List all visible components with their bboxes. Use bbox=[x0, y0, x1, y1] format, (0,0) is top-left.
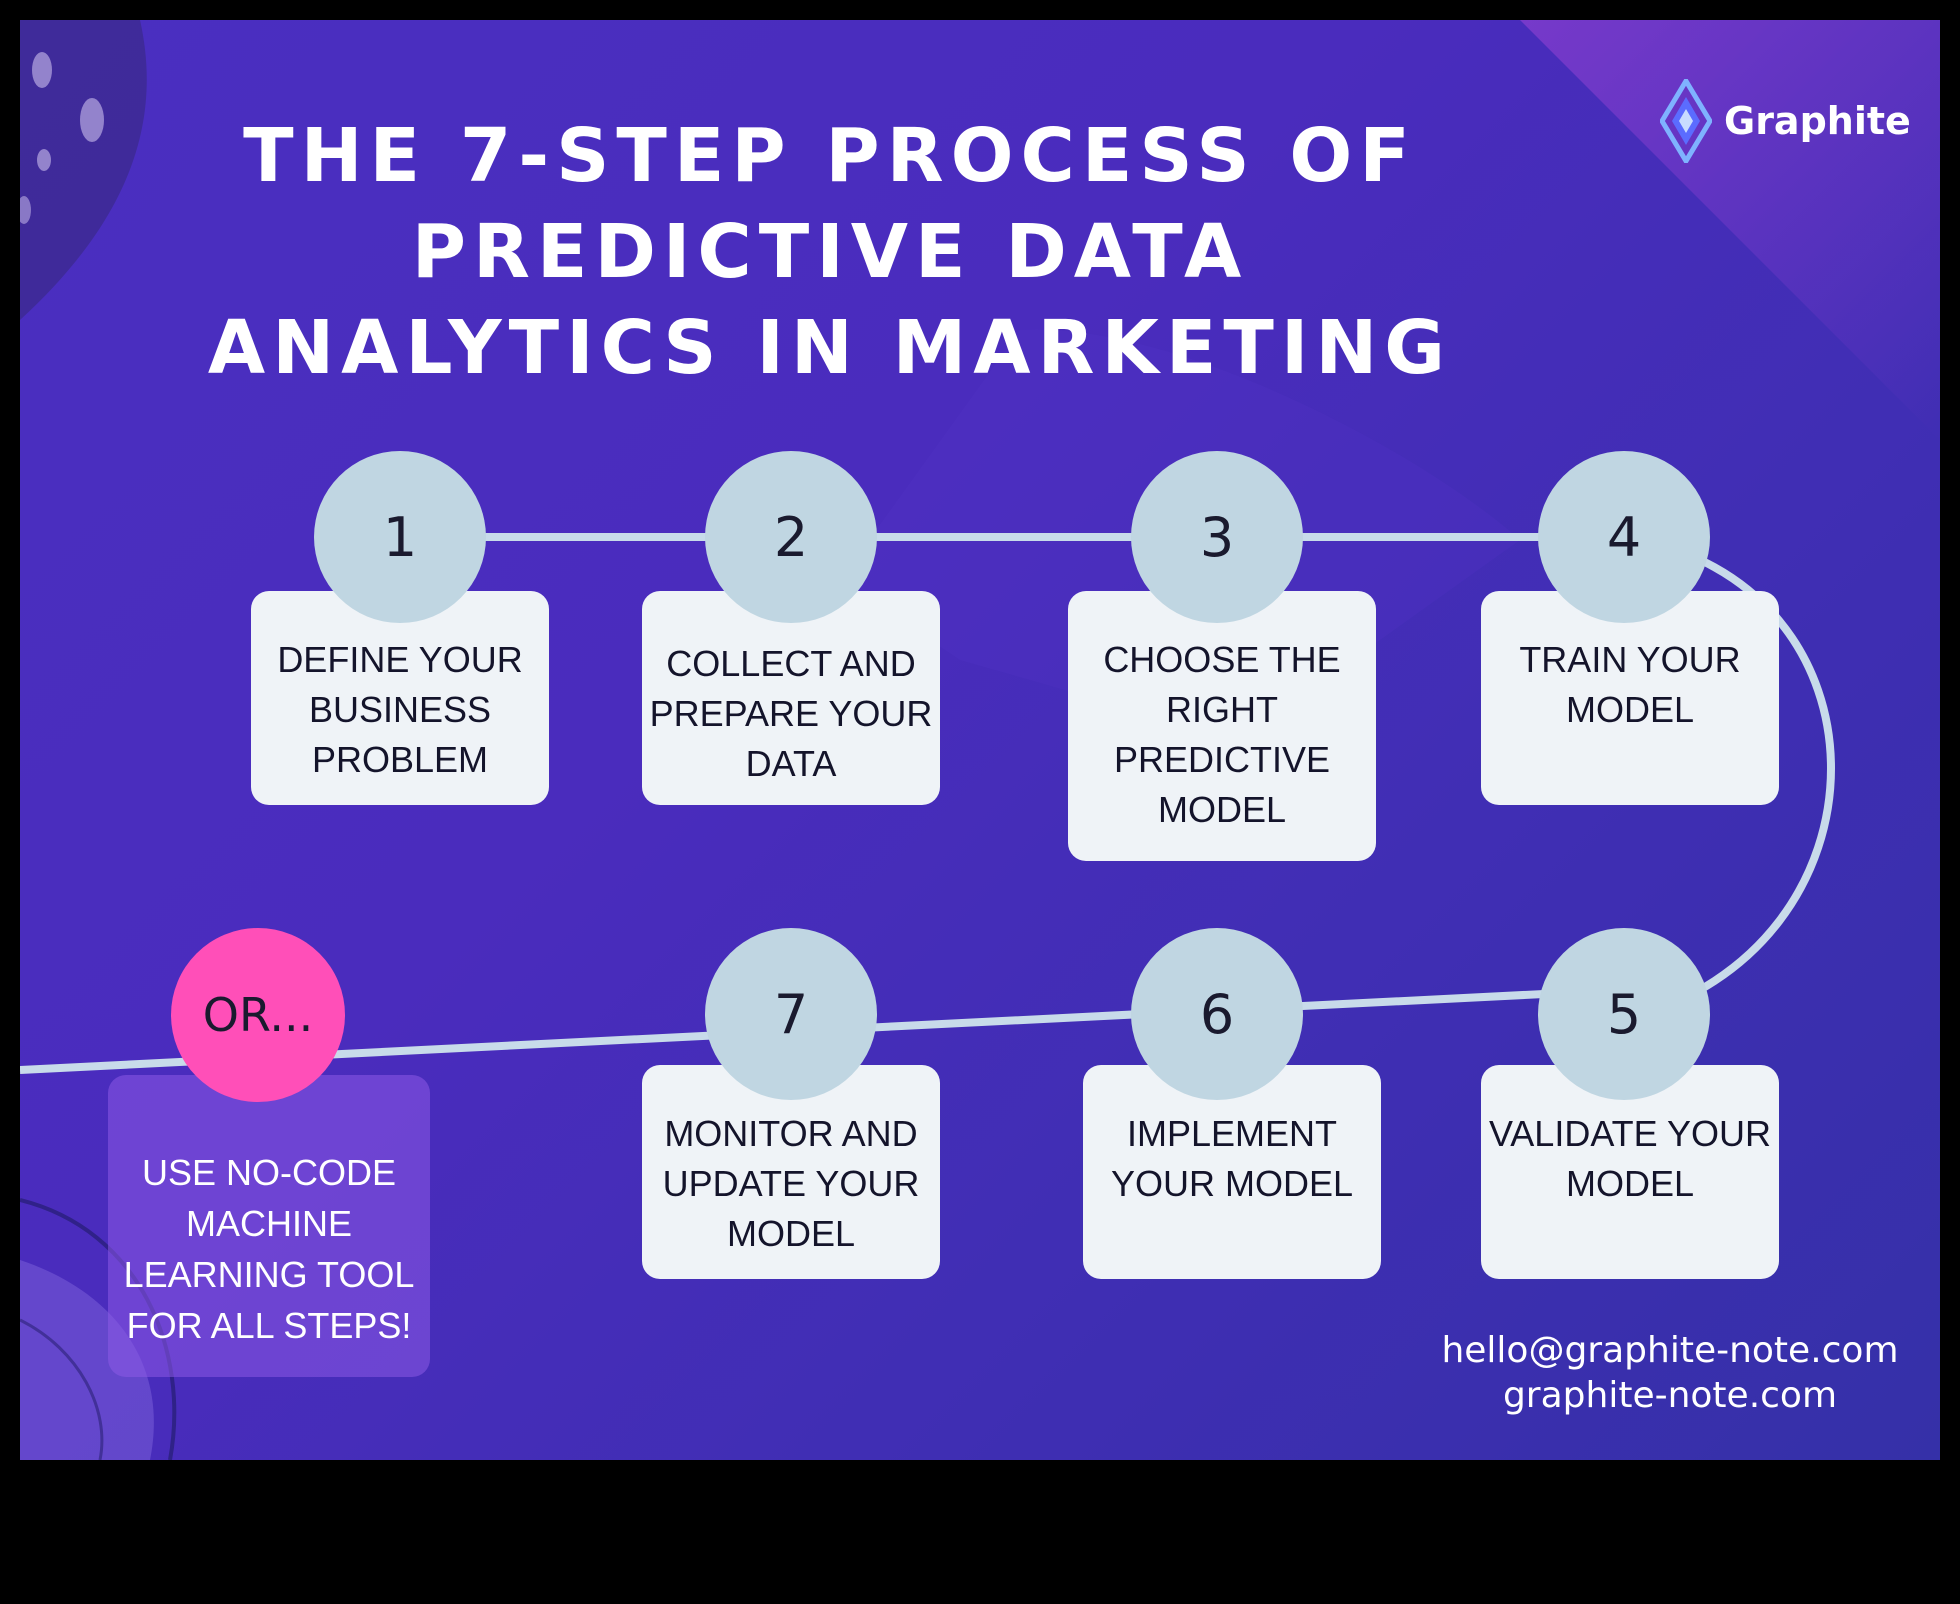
step-5-card: VALIDATE YOUR MODEL bbox=[1481, 1065, 1779, 1279]
infographic-canvas: THE 7-STEP PROCESS OF PREDICTIVE DATA AN… bbox=[20, 20, 1940, 1460]
step-6-card: IMPLEMENT YOUR MODEL bbox=[1083, 1065, 1381, 1279]
step-6-label: IMPLEMENT YOUR MODEL bbox=[1110, 1113, 1354, 1204]
contact-website[interactable]: graphite-note.com bbox=[1502, 1375, 1838, 1416]
step-6-number: 6 bbox=[1199, 982, 1235, 1046]
brand-name: Graphite bbox=[1724, 99, 1911, 143]
contact-email[interactable]: hello@graphite-note.com bbox=[1441, 1330, 1899, 1371]
brand-logo[interactable]: Graphite bbox=[1660, 76, 1911, 166]
step-4-number: 4 bbox=[1606, 505, 1642, 569]
step-4-card: TRAIN YOUR MODEL bbox=[1481, 591, 1779, 805]
step-7-label: MONITOR AND UPDATE YOUR MODEL bbox=[662, 1113, 920, 1254]
or-badge-text: OR... bbox=[202, 988, 314, 1042]
no-code-tool-label: USE NO-CODE MACHINE LEARNING TOOL FOR AL… bbox=[123, 1152, 415, 1346]
step-1-badge: 1 bbox=[314, 451, 486, 623]
title-line-3: ANALYTICS IN MARKETING bbox=[207, 305, 1453, 391]
step-3-label: CHOOSE THE RIGHT PREDICTIVE MODEL bbox=[1103, 639, 1341, 830]
step-3-number: 3 bbox=[1199, 505, 1235, 569]
or-badge: OR... bbox=[171, 928, 345, 1102]
step-2-card: COLLECT AND PREPARE YOUR DATA bbox=[642, 591, 940, 805]
step-7-badge: 7 bbox=[705, 928, 877, 1100]
title-line-1: THE 7-STEP PROCESS OF bbox=[243, 113, 1417, 199]
step-1-number: 1 bbox=[382, 505, 418, 569]
step-4-label: TRAIN YOUR MODEL bbox=[1519, 639, 1741, 730]
step-7-number: 7 bbox=[773, 982, 809, 1046]
graphite-logo-icon bbox=[1660, 79, 1712, 163]
step-4-badge: 4 bbox=[1538, 451, 1710, 623]
step-2-badge: 2 bbox=[705, 451, 877, 623]
page-title: THE 7-STEP PROCESS OF PREDICTIVE DATA AN… bbox=[200, 108, 1460, 396]
step-6-badge: 6 bbox=[1131, 928, 1303, 1100]
step-5-badge: 5 bbox=[1538, 928, 1710, 1100]
step-7-card: MONITOR AND UPDATE YOUR MODEL bbox=[642, 1065, 940, 1279]
contact-info: hello@graphite-note.com graphite-note.co… bbox=[1420, 1328, 1920, 1418]
title-line-2: PREDICTIVE DATA bbox=[411, 209, 1249, 295]
step-2-number: 2 bbox=[773, 505, 809, 569]
step-3-badge: 3 bbox=[1131, 451, 1303, 623]
step-1-label: DEFINE YOUR BUSINESS PROBLEM bbox=[277, 639, 523, 780]
step-2-label: COLLECT AND PREPARE YOUR DATA bbox=[649, 643, 933, 784]
step-5-label: VALIDATE YOUR MODEL bbox=[1488, 1113, 1772, 1204]
no-code-tool-card: USE NO-CODE MACHINE LEARNING TOOL FOR AL… bbox=[108, 1075, 430, 1377]
step-1-card: DEFINE YOUR BUSINESS PROBLEM bbox=[251, 591, 549, 805]
step-5-number: 5 bbox=[1606, 982, 1642, 1046]
step-3-card: CHOOSE THE RIGHT PREDICTIVE MODEL bbox=[1068, 591, 1376, 861]
